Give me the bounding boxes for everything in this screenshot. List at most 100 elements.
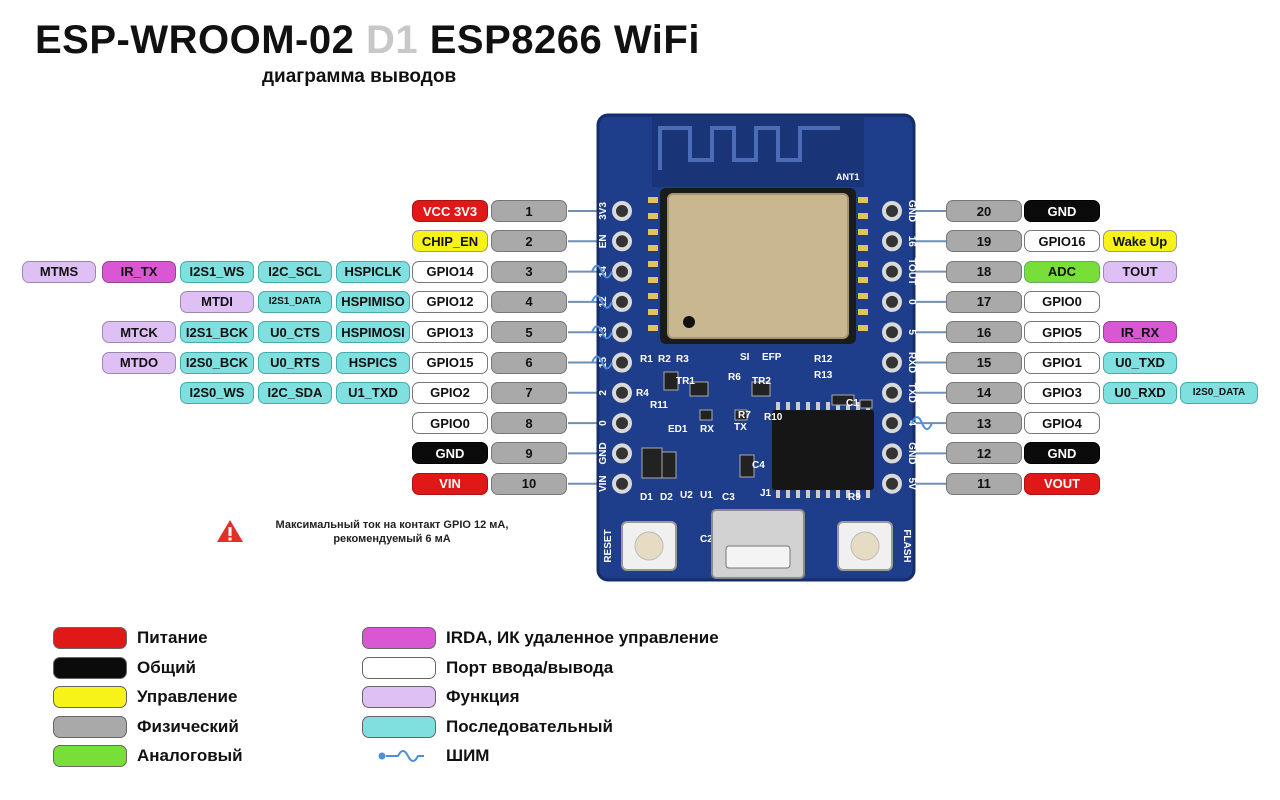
pin-number-14: 14 xyxy=(946,381,1022,404)
legend-left-1-label: Общий xyxy=(137,657,196,677)
header-pad-right xyxy=(882,382,902,403)
header-pad-left xyxy=(612,231,632,252)
button-cap xyxy=(850,531,880,561)
module-pad xyxy=(648,325,658,331)
title-d1: D1 xyxy=(365,18,419,62)
legend-right-3-label: Последовательный xyxy=(446,716,613,736)
antenna-label: ANT1 xyxy=(836,172,860,182)
title-model: ESP-WROOM-02 xyxy=(35,18,355,62)
pin-number-13: 13 xyxy=(946,412,1022,435)
module-pad xyxy=(858,261,868,267)
silk-label-right: RXD xyxy=(906,352,917,373)
silk-label-right: 5 xyxy=(906,329,917,335)
legend-left-0-label: Питание xyxy=(137,628,208,647)
pin-name-right-20: GND xyxy=(1024,200,1100,222)
pin-function-i2s0-bck: I2S0_BCK xyxy=(180,351,254,374)
chip-pin xyxy=(836,490,840,498)
header-pad-right xyxy=(882,231,902,252)
title-chip: ESP8266 WiFi xyxy=(429,18,700,62)
header-pad-left xyxy=(612,382,632,403)
legend-left-3-swatch xyxy=(53,715,127,738)
pin-name-right-14: GPIO3 xyxy=(1024,381,1100,404)
chip-pin xyxy=(856,490,860,498)
board-silk-label: C2 xyxy=(700,534,713,545)
pin-name-left-8: GPIO0 xyxy=(412,412,488,435)
header-pad-left xyxy=(612,443,632,464)
board-silk-label: R3 xyxy=(676,354,689,365)
page-title: ESP-WROOM-02 D1 ESP8266 WiFi xyxy=(35,18,700,63)
header-pad-right xyxy=(882,261,902,282)
pwm-icon xyxy=(591,264,613,279)
pin-function-i2c-scl: I2C_SCL xyxy=(258,260,332,283)
board-silk-label: TX xyxy=(734,422,747,433)
pin-number-11: 11 xyxy=(946,472,1022,495)
header-pad-left xyxy=(612,261,632,282)
module-pad xyxy=(858,277,868,283)
board-silk-label: U2 xyxy=(680,490,693,501)
pin-function-wake-up: Wake Up xyxy=(1103,230,1177,253)
warning-icon xyxy=(217,520,243,542)
pin-name-left-7: GPIO2 xyxy=(412,381,488,404)
pin-function-u0-rxd: U0_RXD xyxy=(1103,381,1177,404)
pin-function-tout: TOUT xyxy=(1103,260,1177,283)
silk-label-left: EN xyxy=(598,234,609,248)
pin-function-u1-txd: U1_TXD xyxy=(336,381,410,404)
silk-label-right: 0 xyxy=(906,299,917,305)
board-silk-label: EFP xyxy=(762,352,782,363)
smd-component xyxy=(739,454,755,478)
board-silk-label: J1 xyxy=(760,488,772,499)
header-pad-right xyxy=(882,201,902,221)
legend-right-2-label: Функция xyxy=(446,687,520,706)
module-dot xyxy=(683,316,695,328)
board-silk-label: R9 xyxy=(848,492,861,503)
pin-name-left-2: CHIP_EN xyxy=(412,230,488,253)
legend-left-0-swatch xyxy=(53,627,127,649)
silk-label-left: 2 xyxy=(598,390,609,396)
legend-pwm-label: ШИМ xyxy=(446,746,490,765)
pin-function-hspimiso: HSPIMISO xyxy=(336,290,410,313)
chip-pin xyxy=(776,402,780,410)
board-silk-label: C4 xyxy=(752,460,765,471)
module-pad xyxy=(648,293,658,299)
module-pad xyxy=(648,197,658,203)
board-silk-label: R4 xyxy=(636,388,649,399)
pin-number-10: 10 xyxy=(491,472,567,495)
pin-name-right-15: GPIO1 xyxy=(1024,351,1100,374)
pin-name-right-16: GPIO5 xyxy=(1024,321,1100,344)
silk-label-left: 3V3 xyxy=(598,202,609,220)
pwm-icon xyxy=(911,416,933,431)
pin-name-left-1: VCC 3V3 xyxy=(412,200,488,222)
pin-function-i2s1-bck: I2S1_BCK xyxy=(180,321,254,344)
pin-name-left-6: GPIO15 xyxy=(412,351,488,374)
module-pad xyxy=(858,213,868,219)
chip-pin xyxy=(816,402,820,410)
header-pad-right xyxy=(882,322,902,343)
pin-function-i2s1-data: I2S1_DATA xyxy=(258,290,332,313)
pin-number-18: 18 xyxy=(946,260,1022,283)
board-silk-label: C3 xyxy=(722,492,735,503)
chip-pin xyxy=(826,402,830,410)
silk-label-left: 15 xyxy=(598,357,609,369)
smd-component xyxy=(859,399,873,409)
pin-number-1: 1 xyxy=(491,200,567,222)
smd-component xyxy=(663,371,679,391)
silk-label-right: 16 xyxy=(906,236,917,248)
header-pad-left xyxy=(612,291,632,312)
pin-number-19: 19 xyxy=(946,230,1022,253)
board-silk-label: R13 xyxy=(814,370,833,381)
silk-label-left: 13 xyxy=(598,326,609,338)
warning-line-2: рекомендуемый 6 мА xyxy=(333,533,451,545)
chip-pin xyxy=(856,402,860,410)
pwm-icon xyxy=(591,294,613,309)
legend-left-3-label: Физический xyxy=(137,716,239,736)
pin-number-17: 17 xyxy=(946,290,1022,313)
pin-function-u0-cts: U0_CTS xyxy=(258,321,332,344)
pin-function-mtck: MTCK xyxy=(102,321,176,344)
chip-pin xyxy=(816,490,820,498)
pin-number-12: 12 xyxy=(946,442,1022,465)
pin-name-right-11: VOUT xyxy=(1024,472,1100,495)
pin-number-7: 7 xyxy=(491,381,567,404)
pin-function-mtdo: MTDO xyxy=(102,351,176,374)
antenna-trace xyxy=(658,126,840,170)
